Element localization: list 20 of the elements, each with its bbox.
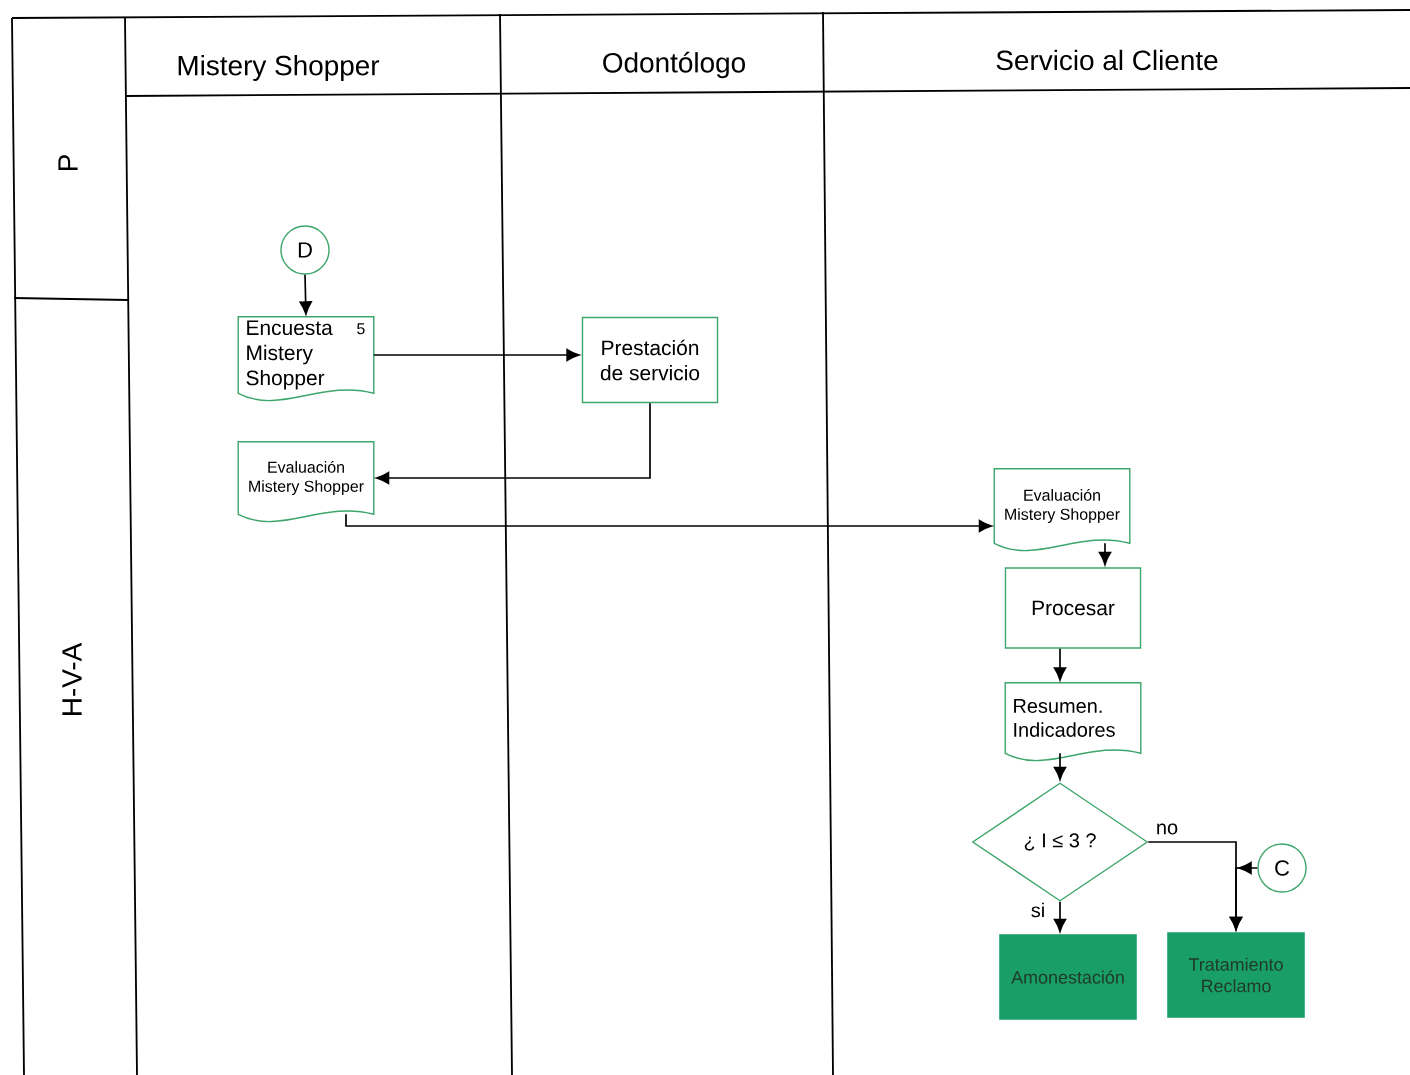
edge-label: no xyxy=(1154,822,1180,836)
arrow xyxy=(1053,752,1067,781)
process-box: Procesar xyxy=(1004,567,1142,649)
lane-header: Mistery Shopper xyxy=(178,55,380,81)
arrow xyxy=(1098,542,1112,566)
lane-header: Odontólogo xyxy=(603,51,745,79)
arrow xyxy=(299,273,312,315)
lane-header: P xyxy=(58,155,78,170)
process-box: Tratamiento Reclamo xyxy=(1167,932,1305,1018)
arrow xyxy=(375,402,651,485)
arrow xyxy=(345,513,993,533)
edge-label: si xyxy=(1029,901,1047,919)
process-box: Prestación de servicio xyxy=(581,316,719,404)
lane-header: H-V-A xyxy=(62,642,82,715)
arrow xyxy=(1229,861,1259,931)
process-box: Amonestación xyxy=(999,934,1137,1020)
arrow xyxy=(372,348,580,362)
lane-header: Servicio al Cliente xyxy=(996,49,1218,71)
arrow xyxy=(1053,900,1067,933)
arrow xyxy=(1053,647,1067,681)
